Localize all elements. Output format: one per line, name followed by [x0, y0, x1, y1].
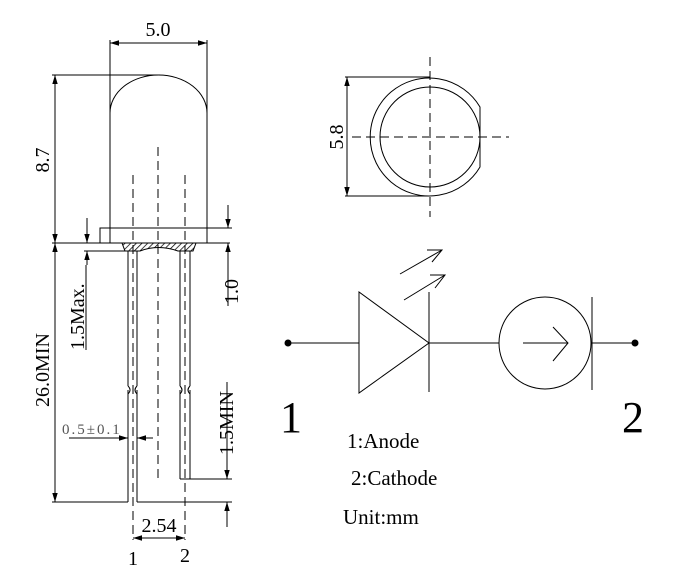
dim-lead-diameter: 0.5±0.1	[62, 422, 122, 438]
current-arrow-icon	[523, 326, 569, 362]
flange-outline	[369, 77, 481, 197]
lead-1	[127, 175, 138, 540]
schematic-pin-2: 2	[622, 393, 644, 442]
legend-cathode: 2:Cathode	[351, 466, 437, 490]
dim-flange-diameter: 5.8	[326, 125, 348, 150]
schematic-symbol: 1 2	[280, 249, 644, 442]
terminal-dot-2	[631, 339, 639, 347]
pin-label-1: 1	[128, 548, 138, 570]
legend-unit: Unit:mm	[343, 505, 419, 529]
legend: 1:Anode 2:Cathode Unit:mm	[343, 429, 437, 529]
dim-lead-length: 26.0MIN	[32, 333, 54, 407]
schematic-pin-1: 1	[280, 393, 302, 442]
dim-flange-thickness: 1.0	[221, 279, 243, 304]
pin-label-2: 2	[180, 545, 190, 567]
dim-diameter: 5.0	[146, 19, 171, 41]
led-flange	[99, 227, 208, 244]
led-diode-triangle	[358, 291, 430, 394]
legend-anode: 1:Anode	[347, 429, 419, 453]
dim-height: 8.7	[32, 148, 54, 173]
current-source-circle	[498, 296, 592, 390]
lead-2	[179, 175, 191, 540]
light-emission-arrows-icon	[399, 249, 447, 301]
dim-epoxy-max: 1.5Max.	[67, 283, 89, 350]
led-top-view: 5.8	[326, 57, 509, 217]
led-side-view: 5.0 8.7 26.0MIN 1.5Max. 1.0 1.5MIN 0.5±0…	[32, 19, 243, 570]
dim-pitch: 2.54	[142, 515, 177, 537]
